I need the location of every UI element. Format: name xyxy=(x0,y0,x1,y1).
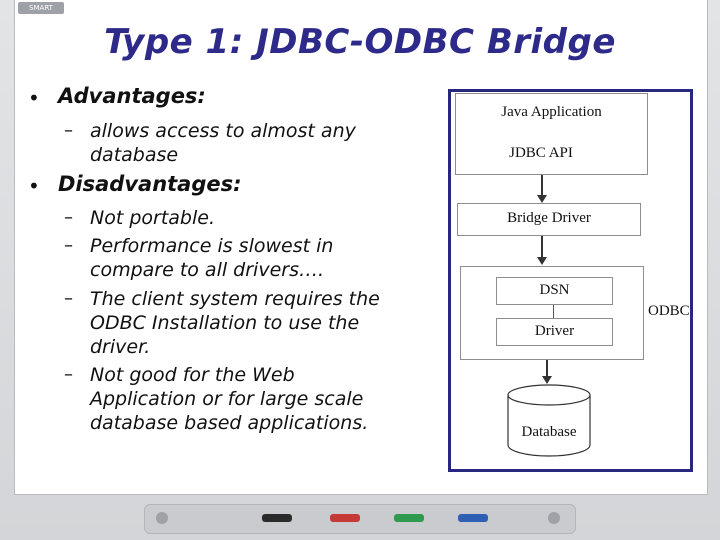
bullet-glyph: • xyxy=(28,86,40,110)
jdbc-api-label: JDBC API xyxy=(509,145,573,161)
arrow-down-icon xyxy=(537,195,547,203)
pen-tray xyxy=(144,504,576,534)
driver-label: Driver xyxy=(534,323,575,339)
tray-button[interactable] xyxy=(548,512,560,524)
connector-line xyxy=(553,305,554,319)
line: Application or for large scale xyxy=(90,388,364,410)
driver-box xyxy=(496,318,613,346)
dash-glyph: – xyxy=(64,364,73,385)
java-application-label: Java Application xyxy=(501,104,602,120)
arrow-down-icon xyxy=(537,257,547,265)
database-label: Database xyxy=(521,424,577,440)
arrow-shaft xyxy=(546,360,548,377)
line: allows access to almost any xyxy=(90,120,356,142)
line: driver. xyxy=(90,336,151,358)
bridge-driver-label: Bridge Driver xyxy=(507,210,591,226)
odbc-label: ODBC xyxy=(648,303,690,319)
blue-pen[interactable] xyxy=(458,514,488,522)
advantage-item-1: – allows access to almost any database xyxy=(64,119,444,167)
dsn-box xyxy=(496,277,613,305)
line: Not good for the Web xyxy=(90,364,295,386)
database-cylinder-icon xyxy=(507,384,591,457)
dash-glyph: – xyxy=(64,288,73,309)
line: database xyxy=(90,144,179,166)
smart-board-logo: SMART xyxy=(18,2,64,14)
bridge-driver-box xyxy=(457,203,641,236)
arrow-down-icon xyxy=(542,376,552,384)
bullet-glyph: • xyxy=(28,174,40,198)
tray-button[interactable] xyxy=(156,512,168,524)
dash-glyph: – xyxy=(64,207,73,228)
line: Performance is slowest in xyxy=(90,235,334,257)
disadvantage-item-2: – Performance is slowest in compare to a… xyxy=(64,234,444,282)
arrow-shaft xyxy=(541,175,543,196)
line: Not portable. xyxy=(90,207,215,229)
dsn-label: DSN xyxy=(539,282,570,298)
disadvantage-item-3: – The client system requires the ODBC In… xyxy=(64,287,444,359)
slide-title: Type 1: JDBC-ODBC Bridge xyxy=(104,22,616,62)
line: The client system requires the xyxy=(90,288,380,310)
dash-glyph: – xyxy=(64,235,73,256)
advantages-heading: Advantages: xyxy=(58,84,206,108)
dash-glyph: – xyxy=(64,120,73,141)
line: compare to all drivers…. xyxy=(90,259,325,281)
red-pen[interactable] xyxy=(330,514,360,522)
black-pen[interactable] xyxy=(262,514,292,522)
arrow-shaft xyxy=(541,236,543,258)
disadvantage-item-1: – Not portable. xyxy=(64,206,444,230)
java-application-box xyxy=(455,93,648,175)
line: ODBC Installation to use the xyxy=(90,312,360,334)
disadvantage-item-4: – Not good for the Web Application or fo… xyxy=(64,363,444,435)
disadvantages-heading: Disadvantages: xyxy=(58,172,242,196)
green-pen[interactable] xyxy=(394,514,424,522)
line: database based applications. xyxy=(90,412,369,434)
